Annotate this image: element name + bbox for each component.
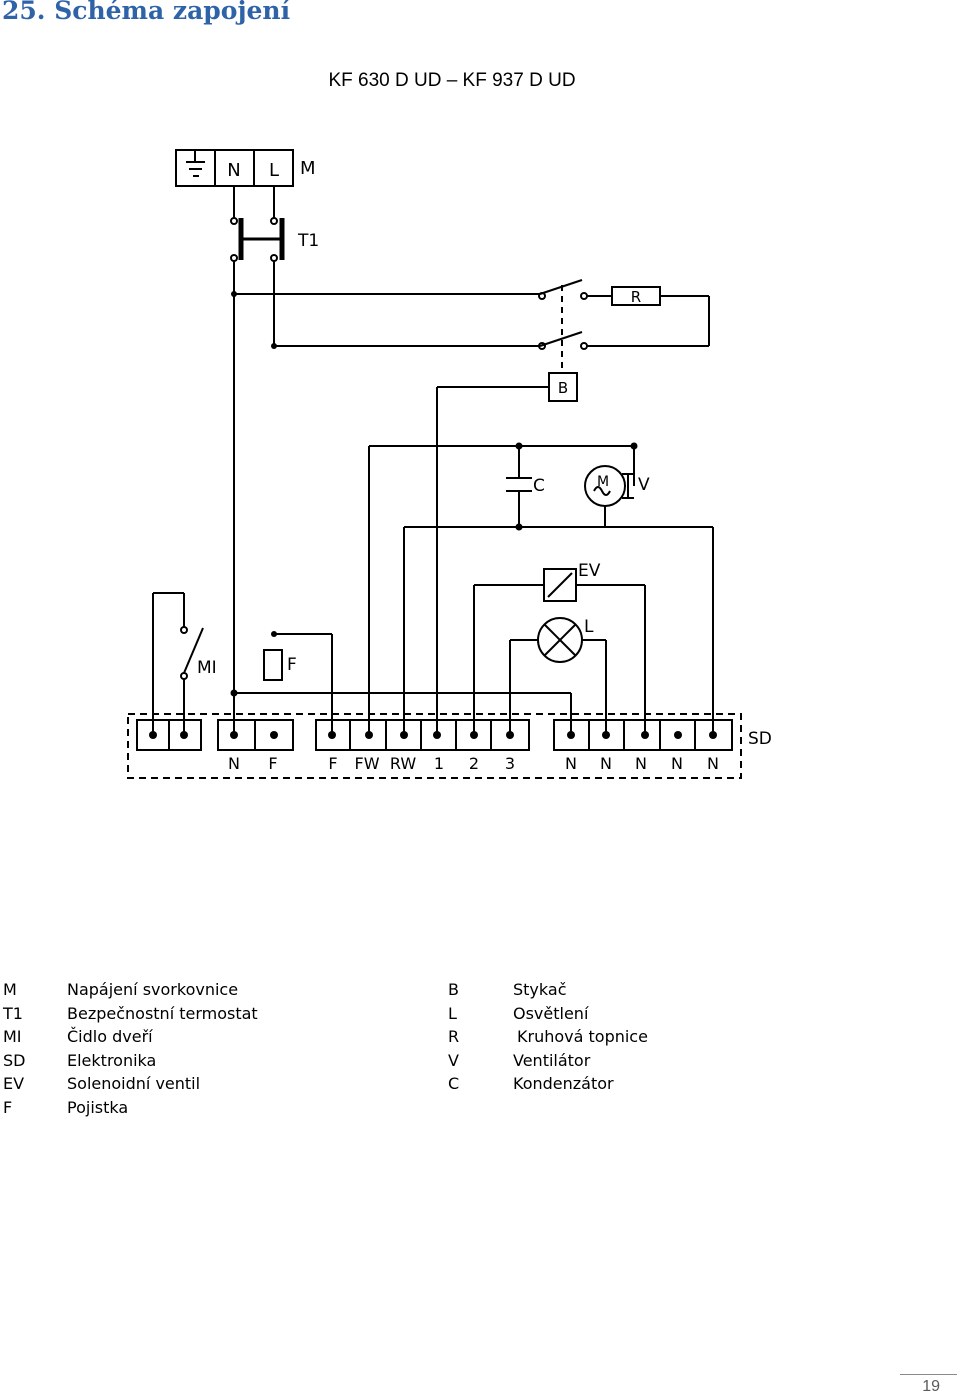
legend-desc: Čidlo dveří bbox=[67, 1027, 153, 1046]
solenoid-valve-ev bbox=[543, 568, 577, 602]
legend-desc: Pojistka bbox=[67, 1097, 129, 1117]
legend-desc: Ventilátor bbox=[513, 1050, 591, 1070]
legend-code: T1 bbox=[3, 1003, 23, 1023]
terminal-label: N bbox=[600, 754, 612, 773]
legend-item: R Kruhová topnice bbox=[448, 1025, 868, 1049]
fan-v bbox=[584, 465, 634, 507]
model-title: KF 630 D UD – KF 937 D UD bbox=[328, 70, 576, 91]
legend-right: B Stykač L Osvětlení R Kruhová topnice V Ven… bbox=[448, 978, 868, 1096]
label-c: C bbox=[533, 476, 545, 496]
label-ev: EV bbox=[578, 561, 601, 581]
terminal-label: FW bbox=[354, 754, 379, 773]
legend-item: T1 Bezpečnostní termostat bbox=[3, 1002, 423, 1026]
wiring-diagram: N L M T1 R B C M V EV L MI F SD N F F FW… bbox=[127, 149, 772, 779]
section-heading: 25. Schéma zapojení bbox=[2, 0, 291, 25]
terminal-label: 3 bbox=[505, 754, 515, 773]
terminal-label: N bbox=[707, 754, 719, 773]
label-r: R bbox=[631, 288, 641, 306]
label-sd: SD bbox=[748, 729, 772, 749]
terminal-label: RW bbox=[390, 754, 416, 773]
fan-symbol: M bbox=[597, 474, 609, 490]
label-m: M bbox=[300, 158, 316, 179]
legend-desc: Napájení svorkovnice bbox=[67, 980, 239, 999]
legend-desc: Elektronika bbox=[67, 1050, 157, 1070]
mains-cell-n: N bbox=[227, 160, 240, 181]
label-f: F bbox=[287, 655, 297, 675]
legend-desc: Osvětlení bbox=[513, 1003, 589, 1023]
legend-item: B Stykač bbox=[448, 978, 868, 1002]
terminal-label: N bbox=[671, 754, 683, 773]
legend-desc: Stykač bbox=[513, 980, 567, 999]
legend-desc: Kondenzátor bbox=[513, 1074, 614, 1093]
fuse-f bbox=[263, 649, 283, 681]
legend-code: EV bbox=[3, 1074, 25, 1093]
terminal-label: N bbox=[228, 754, 240, 773]
legend-code: L bbox=[448, 1003, 457, 1023]
label-v: V bbox=[638, 475, 650, 495]
legend-item: MI Čidlo dveří bbox=[3, 1025, 423, 1049]
page-number-rule bbox=[900, 1374, 957, 1375]
legend-desc: Solenoidní ventil bbox=[67, 1074, 201, 1093]
legend-item: M Napájení svorkovnice bbox=[3, 978, 423, 1002]
terminal-label: 2 bbox=[469, 754, 479, 773]
legend-left: M Napájení svorkovnice T1 Bezpečnostní ter… bbox=[3, 978, 423, 1119]
legend-code: M bbox=[3, 980, 17, 999]
label-mi: MI bbox=[197, 658, 217, 678]
page-number: 19 bbox=[922, 1378, 940, 1395]
legend-code: V bbox=[448, 1050, 459, 1070]
legend-item: F Pojistka bbox=[3, 1096, 423, 1120]
legend-code: C bbox=[448, 1074, 460, 1093]
lamp-l bbox=[537, 617, 583, 663]
label-b: B bbox=[558, 379, 568, 397]
terminal-label: F bbox=[328, 754, 337, 773]
legend-desc: Bezpečnostní termostat bbox=[67, 1003, 258, 1023]
terminal-label: N bbox=[635, 754, 647, 773]
legend-item: SD Elektronika bbox=[3, 1049, 423, 1073]
label-t1: T1 bbox=[297, 231, 319, 251]
legend-item: L Osvětlení bbox=[448, 1002, 868, 1026]
capacitor-c bbox=[506, 477, 532, 492]
legend-item: C Kondenzátor bbox=[448, 1072, 868, 1096]
legend-item: V Ventilátor bbox=[448, 1049, 868, 1073]
legend-code: MI bbox=[3, 1027, 22, 1046]
legend-code: R bbox=[448, 1027, 460, 1046]
legend-desc: Kruhová topnice bbox=[517, 1027, 648, 1046]
thermostat-t1 bbox=[230, 217, 285, 262]
legend-item: EV Solenoidní ventil bbox=[3, 1072, 423, 1096]
terminal-label: 1 bbox=[434, 754, 444, 773]
legend-code: SD bbox=[3, 1050, 26, 1070]
label-l: L bbox=[584, 617, 594, 637]
mains-cell-l: L bbox=[269, 160, 279, 181]
terminal-label: F bbox=[268, 754, 277, 773]
terminal-label: N bbox=[565, 754, 577, 773]
legend-code: F bbox=[3, 1097, 13, 1117]
legend-code: B bbox=[448, 980, 459, 999]
